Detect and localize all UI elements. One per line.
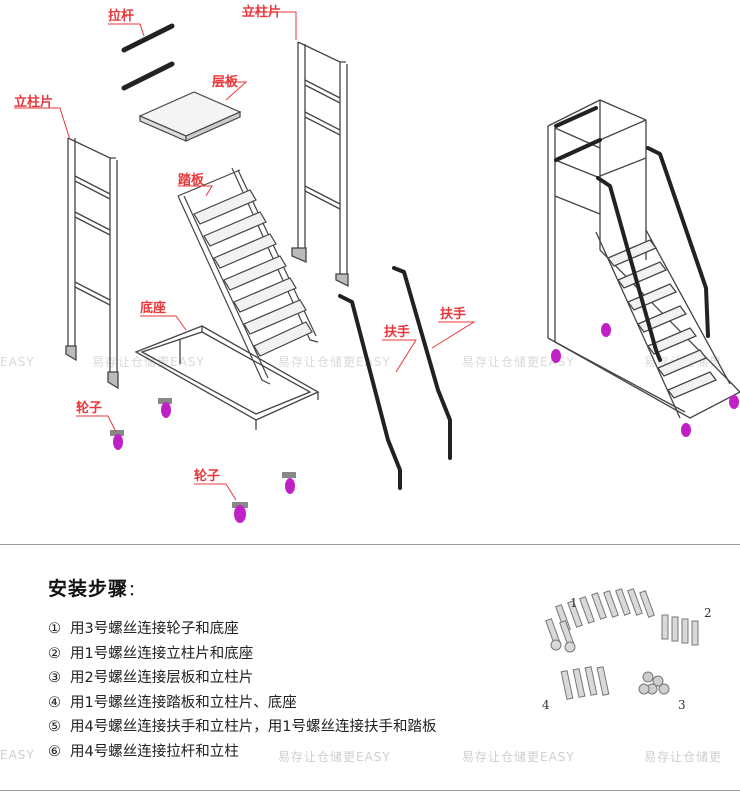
- watermark-brand-bottom-2: 易存让仓储更EASY: [462, 750, 575, 764]
- upright-frame-left: [65, 137, 119, 390]
- wheel-icon: [110, 430, 124, 450]
- loose-wheels: [110, 398, 296, 523]
- steps-title: 安装步骤：: [48, 574, 528, 601]
- assembled-wheels: [551, 323, 739, 437]
- label-upright-top: 立柱片: [242, 4, 281, 20]
- upright-frame-right: [291, 41, 349, 288]
- screw-label-3: 3: [678, 698, 686, 712]
- watermark-easy-left: EASY: [0, 355, 35, 369]
- step-number: ⑤: [48, 719, 61, 735]
- step-item: ⑤ 用4号螺丝连接扶手和立柱片，用1号螺丝连接扶手和踏板: [48, 715, 528, 740]
- step-item: ③ 用2号螺丝连接层板和立柱片: [48, 666, 528, 691]
- screw-kit-image: 1 2 3 4: [542, 588, 712, 712]
- label-base: 底座: [140, 300, 166, 316]
- section-divider-top: [0, 544, 740, 545]
- screw-label-4: 4: [542, 698, 550, 712]
- label-handrail-1: 扶手: [384, 324, 410, 340]
- wheel-icon: [681, 423, 691, 437]
- base-frame: [134, 325, 320, 430]
- step-item: ④ 用1号螺丝连接踏板和立柱片、底座: [48, 691, 528, 716]
- assembly-steps: 安装步骤： ① 用3号螺丝连接轮子和底座 ② 用1号螺丝连接立柱片和底座 ③ 用2号螺…: [48, 574, 528, 764]
- wheel-icon: [551, 349, 561, 363]
- wheel-icon: [729, 395, 739, 409]
- step-item: ⑥ 用4号螺丝连接拉杆和立柱: [48, 740, 528, 765]
- screw-label-1: 1: [570, 596, 578, 610]
- watermark-brand-1: 易存让仓储更EASY: [92, 354, 205, 369]
- step-text: 用1号螺丝连接立柱片和底座: [70, 645, 254, 662]
- step-number: ②: [48, 645, 61, 662]
- step-item: ② 用1号螺丝连接立柱片和底座: [48, 642, 528, 667]
- screw-group-4: [560, 666, 610, 700]
- screw-group-3: [638, 671, 670, 695]
- step-text: 用4号螺丝连接扶手和立柱片，用1号螺丝连接扶手和踏板: [70, 719, 437, 735]
- step-number: ⑥: [48, 743, 61, 760]
- watermark-brand-bottom-1: 易存让仓储更EASY: [278, 750, 391, 764]
- wheel-icon: [158, 398, 172, 418]
- watermark-brand-2: 易存让仓储更EASY: [278, 354, 391, 369]
- pull-bars: [121, 23, 175, 91]
- shelf-board: [138, 91, 242, 142]
- step-text: 用1号螺丝连接踏板和立柱片、底座: [70, 694, 297, 711]
- step-text: 用3号螺丝连接轮子和底座: [70, 621, 239, 637]
- assembled-handrails: [554, 106, 710, 362]
- label-shelf: 层板: [212, 74, 239, 90]
- handrails: [338, 266, 452, 490]
- screw-group-2: [661, 614, 699, 646]
- wheel-icon: [601, 323, 611, 337]
- label-upright-left: 立柱片: [14, 94, 53, 110]
- watermark-brand-3: 易存让仓储更EASY: [462, 354, 575, 369]
- step-item: ① 用3号螺丝连接轮子和底座: [48, 617, 528, 642]
- label-handrail-2: 扶手: [440, 306, 466, 322]
- screw-label-2: 2: [704, 606, 712, 620]
- stair-treads: [177, 167, 319, 385]
- wheel-icon: [232, 502, 248, 523]
- wheel-icon: [282, 472, 296, 494]
- step-number: ①: [48, 621, 61, 637]
- step-text: 用4号螺丝连接拉杆和立柱: [70, 743, 239, 760]
- label-wheel-2: 轮子: [194, 468, 220, 484]
- section-divider-bottom: [0, 790, 740, 791]
- screw-group-1: [545, 588, 655, 653]
- label-wheel-1: 轮子: [76, 400, 102, 416]
- leader-lines: [14, 11, 476, 501]
- steps-title-colon: ：: [128, 580, 146, 599]
- watermark-easy-bottom: EASY: [0, 748, 35, 762]
- step-text: 用2号螺丝连接层板和立柱片: [70, 670, 254, 686]
- watermark-brand-bottom-3: 易存让仓储更: [644, 750, 723, 764]
- step-number: ④: [48, 694, 61, 711]
- label-tread: 踏板: [178, 172, 205, 188]
- steps-title-text: 安装步骤: [48, 578, 129, 600]
- label-pull-bar: 拉杆: [108, 8, 134, 24]
- exploded-assembly-diagram: EASY 易存让仓储更EASY 易存让仓储更EASY 易存让仓储更EASY 易存…: [0, 4, 740, 523]
- step-number: ③: [48, 670, 61, 686]
- assembled-ladder: [547, 99, 740, 419]
